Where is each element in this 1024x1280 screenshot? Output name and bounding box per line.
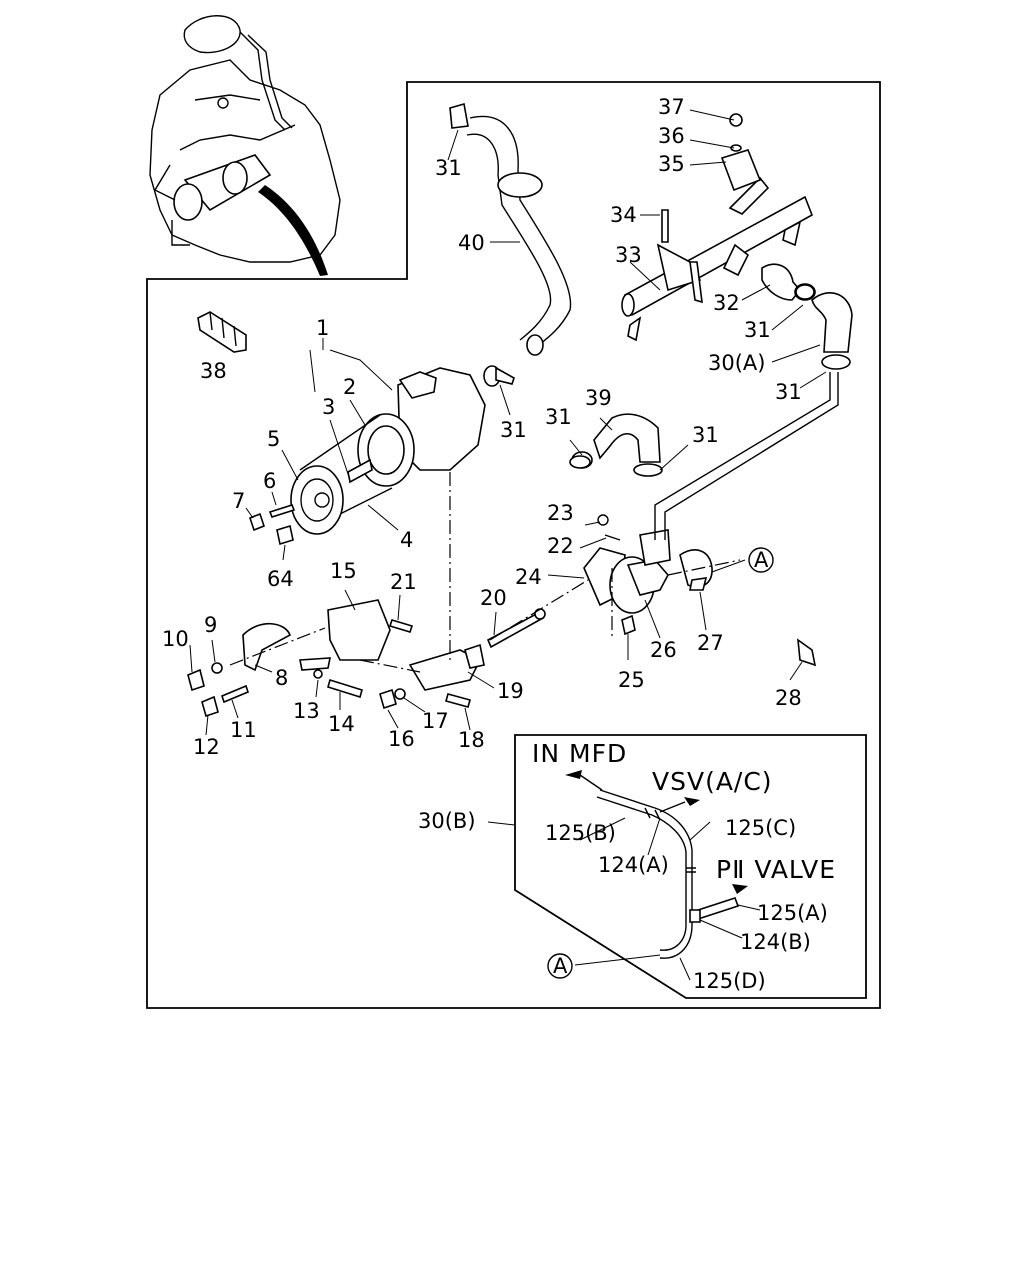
arrow-in-mfd-icon	[565, 770, 582, 779]
center-lines	[229, 472, 741, 673]
label-10: 10	[162, 627, 189, 651]
hose-40	[449, 102, 572, 356]
label-24: 24	[515, 565, 542, 589]
pipe-33-assembly	[621, 113, 816, 342]
hose-30a-link	[654, 372, 839, 540]
label-14: 14	[328, 712, 355, 736]
label-18: 18	[458, 728, 485, 752]
pump-assembly	[290, 367, 486, 535]
label-3: 3	[322, 395, 335, 419]
label-ref-a-upper: A	[754, 548, 769, 572]
label-22: 22	[547, 534, 574, 558]
label-31-a: 31	[744, 318, 771, 342]
callout-arrow-icon	[258, 185, 328, 276]
label-vsv: VSV(A/C)	[652, 767, 773, 796]
inset-hose-routing	[514, 734, 867, 999]
label-31-f: 31	[692, 423, 719, 447]
label-31-e: 31	[545, 405, 572, 429]
label-9: 9	[204, 613, 217, 637]
diagram-frame	[146, 81, 881, 1009]
label-125b: 125(B)	[545, 821, 616, 845]
label-28: 28	[775, 686, 802, 710]
label-30a: 30(A)	[708, 351, 765, 375]
arrow-vsv-icon	[684, 797, 700, 806]
reference-marker-a-lower	[547, 953, 573, 979]
clamp-38	[197, 311, 247, 353]
label-21: 21	[390, 570, 417, 594]
label-40: 40	[458, 231, 485, 255]
engine-thumbnail	[149, 15, 341, 276]
label-5: 5	[267, 427, 280, 451]
label-34: 34	[610, 203, 637, 227]
label-in-mfd: IN MFD	[532, 739, 627, 768]
label-16: 16	[388, 727, 415, 751]
label-64: 64	[267, 567, 294, 591]
label-125c: 125(C)	[725, 816, 796, 840]
label-124a: 124(A)	[598, 853, 669, 877]
label-12: 12	[193, 735, 220, 759]
leader-lines	[189, 109, 827, 826]
label-26: 26	[650, 638, 677, 662]
label-124b: 124(B)	[740, 930, 811, 954]
label-15: 15	[330, 559, 357, 583]
label-4: 4	[400, 528, 413, 552]
label-2: 2	[343, 375, 356, 399]
reference-marker-a-upper	[748, 547, 774, 573]
bracket-assembly	[242, 599, 485, 691]
label-7: 7	[232, 489, 245, 513]
label-6: 6	[263, 469, 276, 493]
label-ref-a-lower: A	[553, 954, 568, 978]
label-17: 17	[422, 709, 449, 733]
label-19: 19	[497, 679, 524, 703]
label-33: 33	[615, 243, 642, 267]
label-30b: 30(B)	[418, 809, 476, 833]
label-31-b: 31	[775, 380, 802, 404]
hose-clamps-31	[483, 284, 815, 469]
label-38: 38	[200, 359, 227, 383]
label-23: 23	[547, 501, 574, 525]
label-20: 20	[480, 586, 507, 610]
label-1: 1	[316, 316, 329, 340]
label-125a: 125(A)	[757, 901, 828, 925]
label-13: 13	[293, 699, 320, 723]
label-35: 35	[658, 152, 685, 176]
label-31-d: 31	[500, 418, 527, 442]
label-32: 32	[713, 291, 740, 315]
hose-30a	[811, 291, 853, 370]
arrow-p2-valve-icon	[732, 884, 748, 894]
bolt-20	[486, 608, 546, 649]
fasteners	[187, 504, 817, 718]
label-25: 25	[618, 668, 645, 692]
label-125d: 125(D)	[693, 969, 766, 993]
label-36: 36	[658, 124, 685, 148]
label-11: 11	[230, 718, 257, 742]
label-39: 39	[585, 386, 612, 410]
valve-26-assembly	[583, 514, 713, 614]
label-8: 8	[275, 666, 288, 690]
label-27: 27	[697, 631, 724, 655]
label-p2-valve: PⅡ VALVE	[716, 855, 836, 884]
label-37: 37	[658, 95, 685, 119]
label-31-c: 31	[435, 156, 462, 180]
